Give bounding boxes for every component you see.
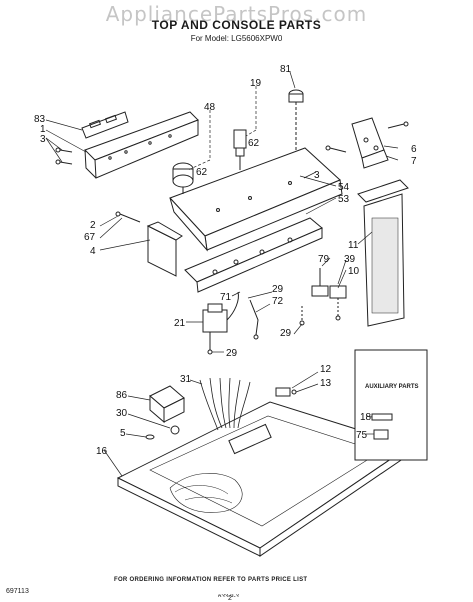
screws-left — [55, 147, 73, 165]
page-number: 2 — [228, 595, 232, 602]
callout-31: 31 — [180, 374, 192, 385]
console-rail — [184, 217, 323, 293]
callout-81: 81 — [280, 64, 292, 75]
console-panel — [169, 147, 343, 252]
callout-86: 86 — [116, 390, 128, 401]
callout-29-b: 29 — [226, 348, 238, 359]
callout-72: 72 — [272, 296, 284, 307]
left-side-cover — [115, 211, 183, 277]
callout-30: 30 — [116, 408, 128, 419]
part-12-13 — [275, 387, 297, 397]
auxiliary-parts-title: AUXILIARY PARTS — [365, 384, 419, 390]
callout-67: 67 — [84, 232, 96, 243]
left-end-bracket — [84, 111, 199, 179]
callout-18: 18 — [360, 412, 372, 423]
clip-30 — [170, 425, 180, 435]
model-label: For Model: LG5606XPW0 — [190, 34, 283, 43]
callout-7: 7 — [411, 156, 417, 167]
selector-switch — [233, 129, 247, 170]
callout-62-b: 62 — [196, 167, 208, 178]
lint-screen — [357, 179, 409, 327]
callout-71: 71 — [220, 292, 232, 303]
bracket-83 — [81, 111, 129, 139]
callout-16: 16 — [96, 446, 108, 457]
switch-10 — [329, 285, 347, 321]
callout-1: 1 — [40, 124, 46, 135]
wire-72 — [249, 299, 259, 340]
callout-6: 6 — [411, 144, 417, 155]
callout-11: 11 — [348, 240, 359, 251]
callout-5: 5 — [120, 428, 126, 439]
callout-12: 12 — [320, 364, 332, 375]
leader-lines — [45, 71, 399, 477]
callout-79: 79 — [318, 254, 330, 265]
callout-numbers: 83 1 3 48 19 81 62 62 6 7 3 54 53 2 67 4… — [34, 64, 417, 457]
timer-motor — [202, 291, 239, 355]
callout-83: 83 — [34, 114, 46, 125]
callout-29-a: 29 — [272, 284, 284, 295]
right-end-bracket — [351, 117, 409, 169]
callout-48: 48 — [204, 102, 216, 113]
callout-10: 10 — [348, 266, 360, 277]
part-5 — [145, 434, 155, 440]
callout-4: 4 — [90, 246, 96, 257]
callout-53: 53 — [338, 194, 350, 205]
callout-39: 39 — [344, 254, 356, 265]
callout-62-a: 62 — [248, 138, 260, 149]
callout-19: 19 — [250, 78, 262, 89]
relay-86 — [149, 385, 185, 424]
print-code: 633-9-3 — [218, 594, 239, 600]
ordering-information-note: FOR ORDERING INFORMATION REFER TO PARTS … — [114, 577, 308, 583]
screw-right — [325, 145, 347, 153]
document-number: 697113 — [6, 588, 29, 595]
page-title: TOP AND CONSOLE PARTS — [151, 18, 322, 32]
callout-29-c: 29 — [280, 328, 292, 339]
callout-75: 75 — [356, 430, 368, 441]
top-plate — [116, 401, 412, 557]
callout-3-b: 3 — [314, 170, 320, 181]
callout-54: 54 — [338, 182, 350, 193]
callout-3: 3 — [40, 134, 46, 145]
callout-13: 13 — [320, 378, 332, 389]
switch-79 — [299, 268, 329, 326]
callout-21: 21 — [174, 318, 186, 329]
knob-81 — [288, 89, 304, 150]
timer-knob — [172, 162, 194, 194]
aux-parts-box — [354, 349, 428, 461]
callout-2: 2 — [90, 220, 96, 231]
